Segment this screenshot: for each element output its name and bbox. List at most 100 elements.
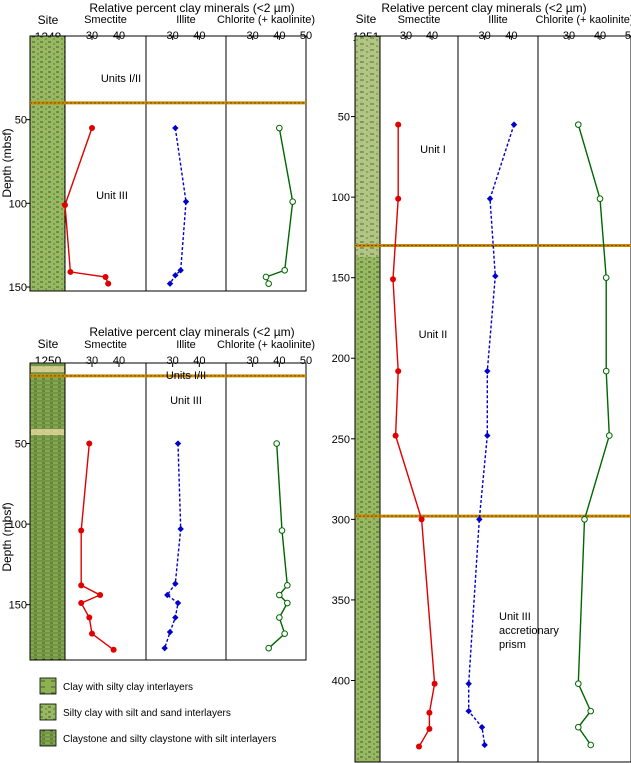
data-point [164,591,171,599]
lithology-sand-layer [31,429,64,436]
data-point [172,580,179,587]
data-point [86,440,93,447]
legend-swatch-claystone [39,729,57,747]
data-point [265,644,272,652]
data-point [426,709,433,716]
y-tick-label: 200 [332,353,350,365]
data-point [284,582,291,589]
data-point [86,614,93,621]
data-point [392,432,399,439]
data-point [602,367,610,375]
data-point [62,202,68,209]
y-tick-label: 100 [332,192,350,204]
x-tick-label: 40 [273,355,285,367]
legend-label: Silty clay with silt and sand interlayer… [63,708,231,719]
plot-frame [379,35,631,763]
y-tick-label: 50 [15,115,27,127]
y-tick-label: 150 [9,600,27,612]
data-point [587,741,595,749]
series-line [468,124,515,746]
unit-label: Unit III [499,611,531,623]
panel-name: Chlorite (+ kaolinite) [217,14,315,26]
data-point [177,267,184,274]
data-point [110,646,117,653]
data-point [78,600,85,607]
y-tick-label: 150 [9,282,27,294]
y-tick-label: 350 [332,595,350,607]
data-point [102,273,109,280]
lithology-column [29,35,66,292]
data-point [575,723,582,731]
series-line [392,124,436,747]
data-point [278,527,286,534]
series-line [577,124,611,746]
data-point [78,527,85,534]
data-point [465,680,472,687]
data-point [161,644,168,652]
unit-label: Units I/II [101,73,141,85]
data-point [284,599,291,607]
data-point [174,599,182,607]
panel-smectite: Smectite 30 40 [78,339,127,653]
data-point [395,368,402,375]
chart-title: Relative percent clay minerals (<2 µm) [381,1,586,15]
data-point [395,121,402,128]
x-tick-label: 40 [113,355,125,367]
y-axis-label: Depth (mbsf) [0,502,14,571]
chart-site-1248: Relative percent clay minerals (<2 µm)Si… [0,1,315,294]
y-tick-label: 150 [332,273,350,285]
series-line [64,127,109,284]
panel-name: Smectite [398,14,441,26]
data-point [492,272,499,280]
data-point [276,591,283,599]
data-point [395,195,402,202]
unit-label: prism [499,639,526,651]
y-tick-label: 100 [9,519,27,531]
chart-site-1250: Relative percent clay minerals (<2 µm)Si… [0,325,315,661]
y-tick-label: 100 [9,198,27,210]
data-point [486,195,494,202]
unit-label: Unit III [170,395,202,407]
y-tick-label: 50 [15,439,27,451]
data-point [97,592,104,598]
plot-frame [64,362,307,661]
lithology-sand-layer [31,366,64,373]
unit-label: Units I/II [166,370,206,382]
unit-label: Unit III [96,190,128,202]
y-tick-label: 50 [338,112,350,124]
series-line [80,443,115,651]
data-point [431,680,438,687]
series-line [164,443,182,649]
data-point [262,273,270,281]
legend-label: Claystone and silty claystone with silt … [63,734,276,745]
legend-label: Clay with silty clay interlayers [63,682,193,693]
data-point [166,628,174,636]
lithology-column [29,362,66,661]
data-point [273,440,280,447]
data-point [390,276,396,283]
y-tick-label: 400 [332,675,350,687]
data-point [276,124,283,132]
data-point [476,516,483,523]
panel-name: Illite [176,14,196,26]
y-axis-label: Depth (mbsf) [0,128,14,197]
data-point [174,440,182,447]
data-point [105,280,112,287]
data-point [426,725,433,732]
data-point [89,125,95,132]
chart-title: Relative percent clay minerals (<2 µm) [89,1,294,15]
data-point [465,707,472,715]
data-point [602,274,610,281]
x-tick-label: 30 [86,355,98,367]
y-tick-label: 250 [332,434,350,446]
data-point [89,630,95,637]
x-tick-label: 40 [193,355,205,367]
panel-name: Smectite [84,339,127,351]
data-point [78,582,85,589]
